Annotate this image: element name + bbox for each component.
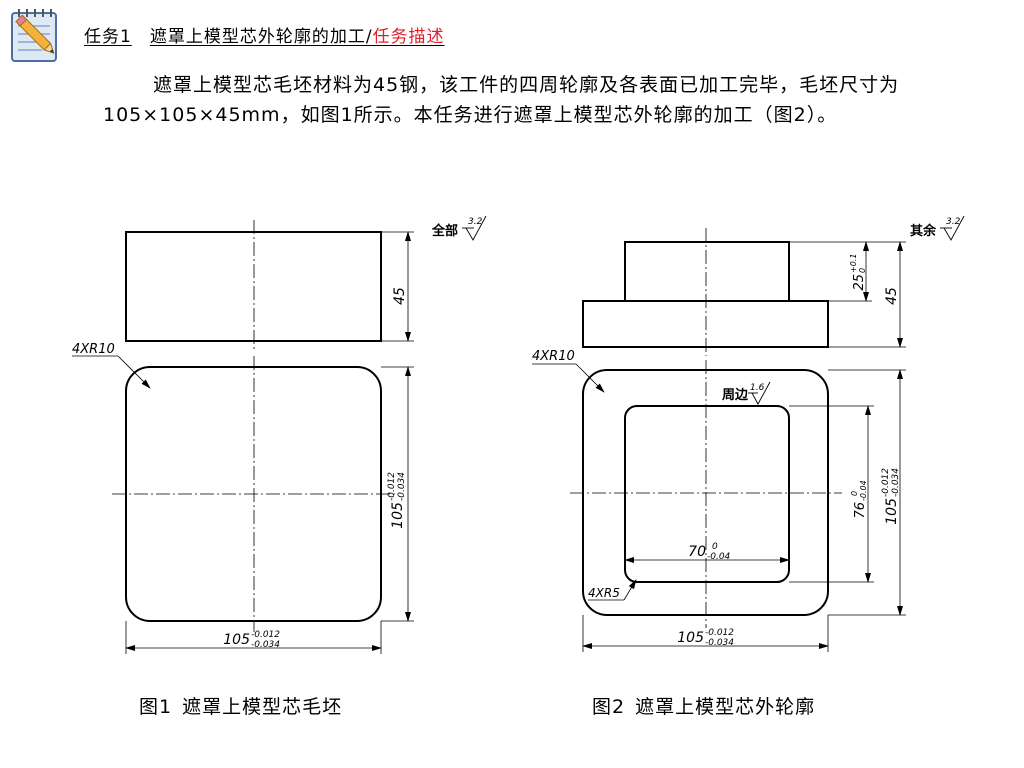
section-link[interactable]: 任务描述 <box>372 27 445 47</box>
fig2-outer-height-label: 105 <box>884 498 900 525</box>
fig2-inner-profile <box>624 405 790 583</box>
figure2-caption-number: 图2 <box>592 696 626 718</box>
fig2-outer-width-lower: -0.034 <box>705 638 734 648</box>
figure2-drawing: 25 +0.1 0 45 76 0 -0.04 105 -0.012 -0.03… <box>532 215 965 652</box>
fig2-inner-height-label: 76 <box>853 502 868 519</box>
task-number: 任务1 <box>84 27 132 47</box>
fig2-outer-radius-callout: 4XR10 <box>532 349 605 393</box>
figure1-caption-number: 图1 <box>139 696 173 718</box>
fig2-inner-width-lower: -0.04 <box>707 552 731 562</box>
fig2-inner-height-upper: 0 <box>850 491 859 496</box>
figure2-caption: 图2 遮罩上模型芯外轮廓 <box>592 692 815 719</box>
fig2-boss-height-upper: +0.1 <box>849 254 858 273</box>
figure2-caption-text: 遮罩上模型芯外轮廓 <box>635 696 816 718</box>
fig2-inner-height-lower: -0.04 <box>859 480 868 501</box>
fig2-outer-height-upper: -0.012 <box>881 468 891 497</box>
fig2-roughness-value: 3.2 <box>946 217 961 227</box>
fig2-inner-width-upper: 0 <box>712 542 718 552</box>
fig2-side-view <box>582 241 829 348</box>
fig2-edge-roughness-symbol: 周边 1.6 <box>722 381 771 405</box>
task-title: 遮罩上模型芯外轮廓的加工/ <box>149 27 373 47</box>
fig1-side-dim-upper: -0.012 <box>387 472 397 501</box>
fig2-boss-height-label: 25 <box>852 274 867 291</box>
fig2-inner-width-label: 70 <box>688 544 706 560</box>
fig1-side-dim-lower: -0.034 <box>397 472 407 501</box>
fig1-side-dim-label: 105 <box>390 502 406 529</box>
fig2-outer-height-lower: -0.034 <box>891 468 901 497</box>
fig2-outer-radius-label: 4XR10 <box>532 349 575 364</box>
fig2-roughness-symbol: 其余 3.2 <box>910 215 965 241</box>
fig1-side-view <box>125 231 382 342</box>
fig1-bottom-dim-label: 105 <box>223 632 250 648</box>
fig2-outer-width-upper: -0.012 <box>705 628 734 638</box>
notepad-pencil-icon <box>11 9 57 62</box>
fig2-outer-profile <box>582 369 829 616</box>
figure1-drawing: 45 105 -0.012 -0.034 105 -0.012 -0.034 4… <box>72 215 487 654</box>
fig1-surface-note: 全部 <box>431 223 458 239</box>
figure1-caption: 图1 遮罩上模型芯毛坯 <box>139 692 342 719</box>
fig1-roughness-value: 3.2 <box>468 217 483 227</box>
fig2-edge-roughness-value: 1.6 <box>750 383 765 393</box>
fig1-bottom-dim-lower: -0.034 <box>251 640 280 650</box>
fig1-height-label: 45 <box>392 287 408 305</box>
fig1-roughness-symbol: 全部 3.2 <box>431 215 487 241</box>
fig2-boss-height-lower: 0 <box>858 268 867 273</box>
fig2-inner-radius-label: 4XR5 <box>588 586 620 600</box>
fig1-bottom-dim-upper: -0.012 <box>251 630 280 640</box>
description-paragraph: 遮罩上模型芯毛坯材料为45钢，该工件的四周轮廓及各表面已加工完毕，毛坯尺寸为10… <box>103 74 900 126</box>
fig2-total-height-label: 45 <box>884 287 900 305</box>
fig2-edge-note: 周边 <box>722 388 749 403</box>
fig2-inner-radius-callout: 4XR5 <box>588 579 637 601</box>
fig1-radius-label: 4XR10 <box>72 342 115 357</box>
fig1-radius-callout: 4XR10 <box>72 342 151 389</box>
fig2-surface-note: 其余 <box>910 223 937 239</box>
task-description: 遮罩上模型芯毛坯材料为45钢，该工件的四周轮廓及各表面已加工完毕，毛坯尺寸为10… <box>103 70 943 130</box>
figure1-caption-text: 遮罩上模型芯毛坯 <box>182 696 343 718</box>
header-title: 任务1 遮罩上模型芯外轮廓的加工/任务描述 <box>84 22 445 47</box>
fig2-outer-width-label: 105 <box>677 630 704 646</box>
